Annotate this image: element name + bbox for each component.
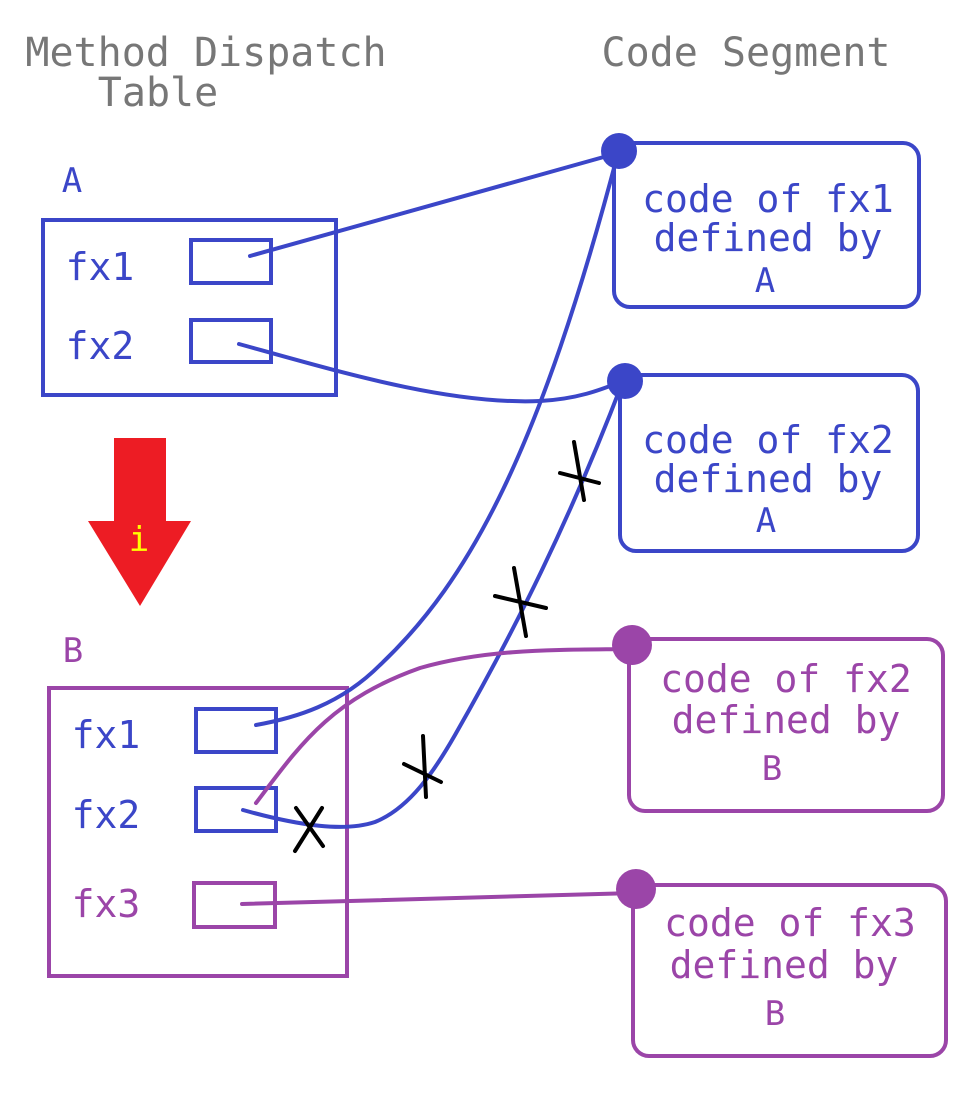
code-box-fx2-b-line2: defined by — [672, 698, 901, 742]
heading-method-dispatch: Method Dispatch — [25, 30, 386, 76]
connector-b-fx1 — [254, 151, 620, 727]
table-a-label: A — [62, 161, 82, 201]
code-box-fx1-a-line3: A — [755, 261, 775, 301]
table-b-slot-fx2-box — [194, 786, 278, 833]
code-fx2-a-entry-dot — [607, 363, 643, 399]
code-fx3-b-entry-dot — [616, 869, 656, 909]
heading-code-segment: Code Segment — [602, 30, 891, 76]
table-a-box — [41, 218, 338, 397]
code-box-fx2-b — [627, 637, 945, 813]
code-box-fx2-b-line1: code of fx2 — [660, 657, 912, 701]
strike-mark-2 — [493, 566, 548, 638]
strike-mark-1 — [558, 440, 601, 502]
strike-mark-3 — [402, 734, 443, 799]
code-box-fx2-a-line1: code of fx2 — [642, 418, 894, 462]
connector-b-fx2-old — [241, 379, 625, 829]
inherit-arrow-label: i — [129, 520, 149, 560]
code-box-fx3-b-line1: code of fx3 — [664, 901, 916, 945]
code-box-fx2-a — [618, 373, 920, 553]
connector-b-fx3 — [240, 891, 637, 906]
code-box-fx1-a-line1: code of fx1 — [642, 177, 894, 221]
code-fx1-a-entry-dot — [601, 133, 637, 169]
heading-table: Table — [98, 70, 218, 116]
code-box-fx1-a — [612, 141, 921, 309]
table-a-slot-fx2-box — [189, 318, 273, 364]
code-box-fx3-b-line3: B — [765, 994, 785, 1034]
inherit-arrow — [88, 438, 191, 606]
connector-a-fx1 — [248, 151, 620, 258]
code-box-fx1-a-line2: defined by — [654, 216, 883, 260]
code-box-fx2-a-line3: A — [756, 501, 776, 541]
code-box-fx2-b-line3: B — [762, 749, 782, 789]
table-b-slot-fx3-label: fx3 — [72, 882, 141, 926]
table-b-label: B — [63, 631, 83, 671]
code-fx2-b-entry-dot — [612, 625, 652, 665]
table-b-slot-fx1-label: fx1 — [72, 713, 141, 757]
strike-mark-4 — [293, 806, 325, 853]
table-a-slot-fx2-label: fx2 — [66, 324, 135, 368]
connector-a-fx2 — [237, 342, 625, 404]
code-box-fx2-a-line2: defined by — [654, 457, 883, 501]
table-b-box — [47, 686, 349, 978]
connector-b-fx2-override — [254, 647, 634, 805]
code-box-fx3-b-line2: defined by — [670, 943, 899, 987]
table-a-slot-fx1-label: fx1 — [66, 245, 135, 289]
table-b-slot-fx2-label: fx2 — [72, 793, 141, 837]
code-box-fx3-b — [631, 883, 948, 1058]
table-b-slot-fx1-box — [194, 707, 278, 754]
table-a-slot-fx1-box — [189, 238, 273, 285]
